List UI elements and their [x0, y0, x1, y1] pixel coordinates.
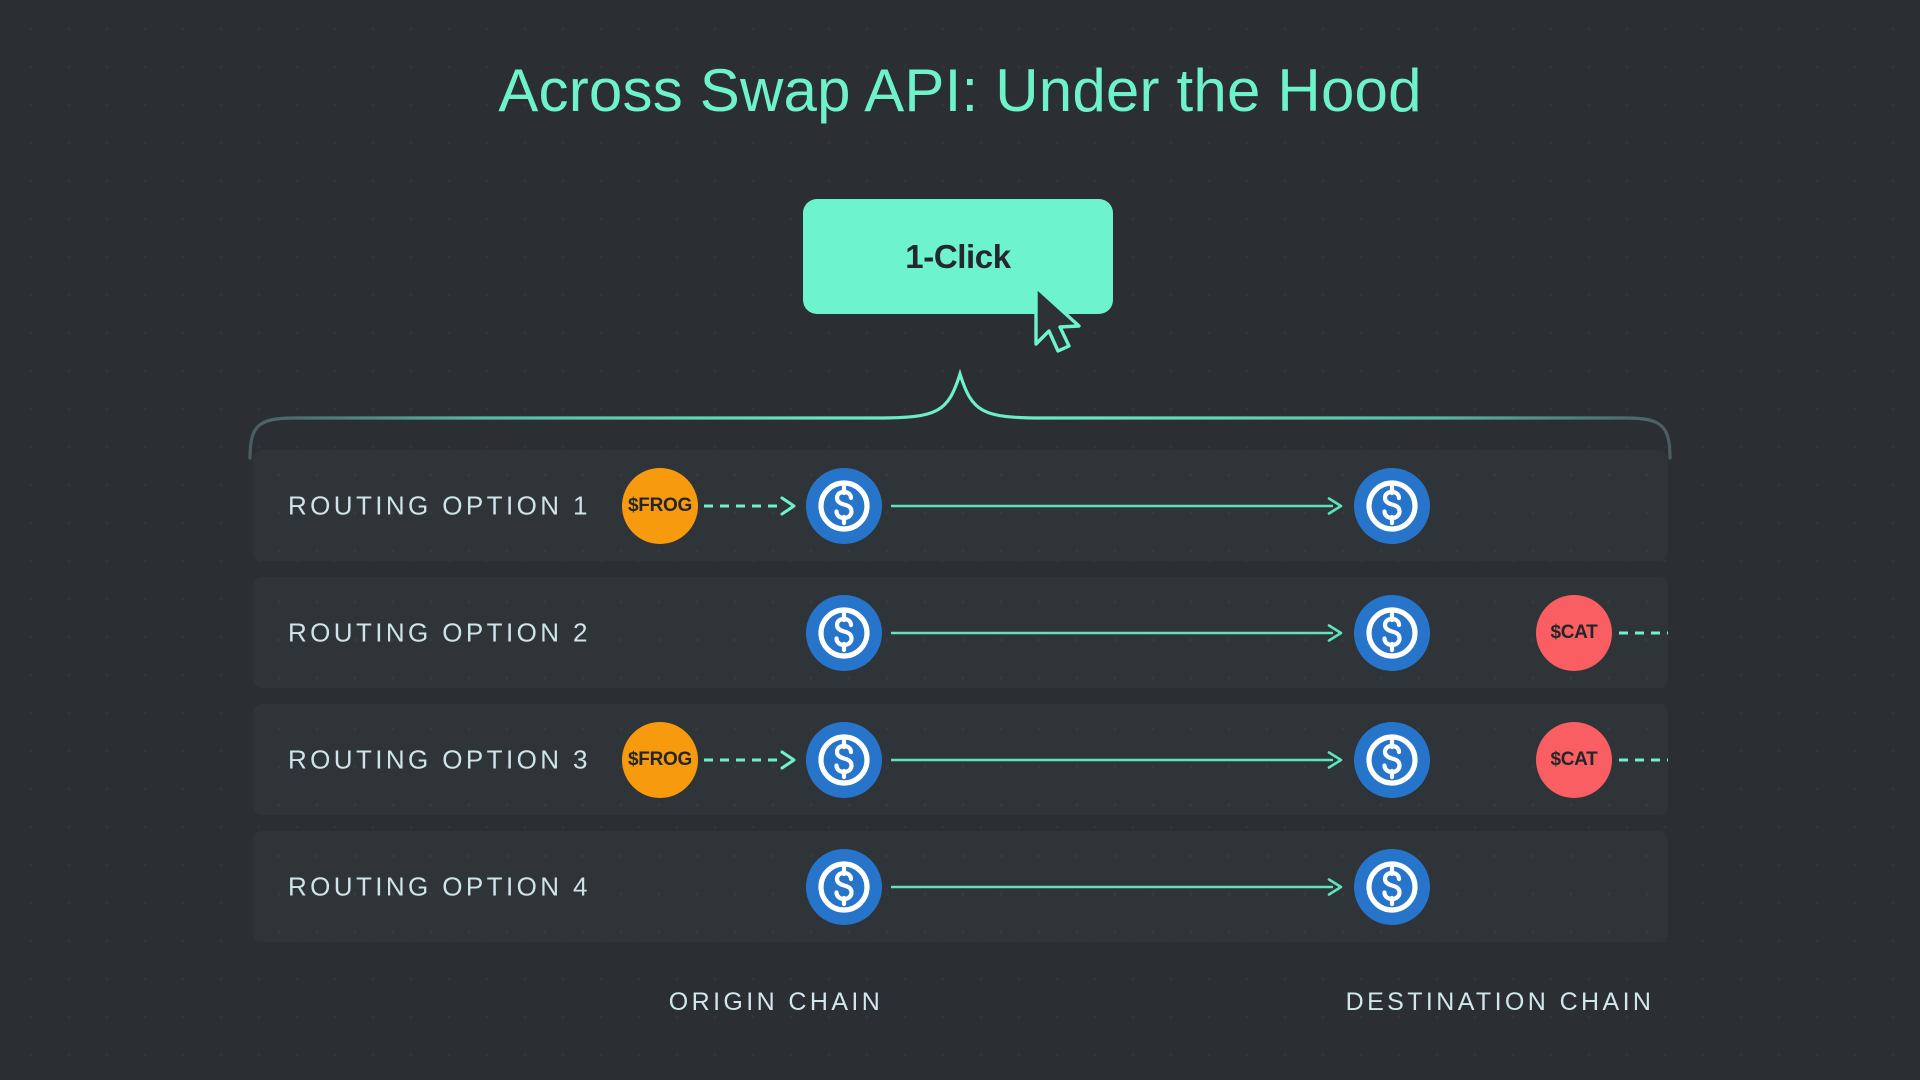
frog-token-badge: $FROG: [622, 467, 698, 544]
usdc-coin-icon: [1354, 594, 1430, 671]
cat-token-symbol: $CAT: [1550, 621, 1598, 643]
frog-token-symbol: $FROG: [628, 494, 692, 516]
dashed-swap-arrow-icon: [704, 496, 796, 515]
usdc-coin-icon: [806, 467, 882, 544]
bridge-arrow-icon: [891, 623, 1343, 642]
table-row[interactable]: ROUTING OPTION 3 $FROG: [253, 704, 1668, 815]
page-title: Across Swap API: Under the Hood: [498, 57, 1422, 124]
bridge-arrow-icon: [891, 496, 1343, 515]
table-row[interactable]: ROUTING OPTION 1 $FROG: [253, 450, 1668, 561]
dashed-swap-arrow-icon: [1619, 758, 1668, 761]
curly-brace-icon: [248, 368, 1672, 460]
destination-chain-label: DESTINATION CHAIN: [1345, 988, 1655, 1016]
origin-chain-label: ORIGIN CHAIN: [668, 988, 884, 1016]
dashed-swap-arrow-icon: [1619, 631, 1668, 634]
usdc-coin-icon: [806, 594, 882, 671]
table-row[interactable]: ROUTING OPTION 2: [253, 577, 1668, 688]
usdc-coin-icon: [806, 848, 882, 925]
bridge-arrow-icon: [891, 750, 1343, 769]
routing-option-label: ROUTING OPTION 4: [288, 871, 591, 901]
bridge-arrow-icon: [891, 877, 1343, 896]
frog-token-badge: $FROG: [622, 721, 698, 798]
cat-token-badge: $CAT: [1536, 721, 1612, 798]
usdc-coin-icon: [1354, 721, 1430, 798]
usdc-coin-icon: [806, 721, 882, 798]
frog-token-symbol: $FROG: [628, 748, 692, 770]
usdc-coin-icon: [1354, 848, 1430, 925]
one-click-button[interactable]: 1-Click: [803, 199, 1113, 314]
usdc-coin-icon: [1354, 467, 1430, 544]
routing-option-label: ROUTING OPTION 3: [288, 744, 591, 774]
routing-option-label: ROUTING OPTION 1: [288, 490, 591, 520]
routing-options-list: ROUTING OPTION 1 $FROG: [253, 450, 1668, 958]
cat-token-badge: $CAT: [1536, 594, 1612, 671]
cat-token-symbol: $CAT: [1550, 748, 1598, 770]
dashed-swap-arrow-icon: [704, 750, 796, 769]
routing-option-label: ROUTING OPTION 2: [288, 617, 591, 647]
one-click-button-label: 1-Click: [905, 237, 1011, 275]
table-row[interactable]: ROUTING OPTION 4: [253, 831, 1668, 942]
